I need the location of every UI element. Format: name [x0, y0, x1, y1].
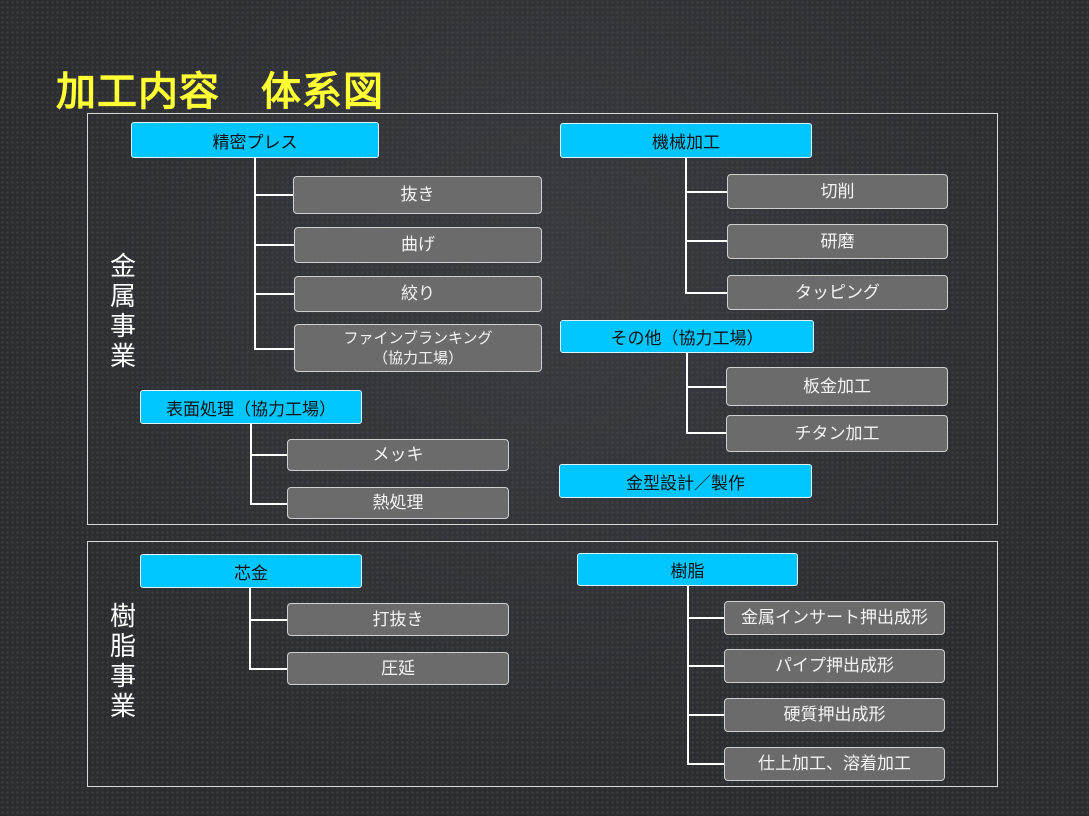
connector	[687, 763, 725, 765]
machining-trunk	[685, 158, 687, 294]
metal-business-panel	[87, 113, 998, 525]
machining-category: 機械加工	[560, 123, 812, 158]
other-trunk	[686, 353, 688, 434]
surface-treatment-category: 表面処理（協力工場）	[140, 390, 362, 424]
connector	[686, 432, 727, 434]
process-item-heat-treatment: 熱処理	[287, 487, 509, 519]
process-item-titanium: チタン加工	[726, 415, 948, 452]
process-item-cutting: 切削	[727, 174, 948, 209]
fine-blanking-line2: （協力工場）	[372, 349, 463, 367]
resin-category: 樹脂	[577, 553, 798, 586]
precision-press-category: 精密プレス	[131, 122, 379, 158]
connector	[254, 194, 294, 196]
connector	[686, 386, 727, 388]
process-item-plating: メッキ	[287, 439, 509, 471]
connector	[249, 668, 288, 670]
resin-business-label: 樹脂事業	[109, 602, 136, 722]
connector	[254, 244, 295, 246]
connector	[685, 191, 728, 193]
process-item-nuki: 抜き	[293, 176, 542, 214]
precision-press-trunk	[254, 158, 256, 350]
process-item-insert-extrusion: 金属インサート押出成形	[724, 601, 945, 635]
process-item-rigid-extrusion: 硬質押出成形	[724, 698, 945, 732]
core-metal-category: 芯金	[140, 554, 362, 588]
fine-blanking-line1: ファインブランキング	[343, 329, 493, 347]
process-item-pipe-extrusion: パイプ押出成形	[724, 649, 945, 683]
resin-business-panel	[87, 541, 998, 787]
process-item-grinding: 研磨	[727, 224, 948, 259]
connector	[249, 619, 288, 621]
metal-business-label: 金属事業	[109, 252, 136, 372]
process-item-punching: 打抜き	[287, 603, 509, 636]
connector	[254, 348, 295, 350]
connector	[254, 293, 295, 295]
connector	[250, 503, 288, 505]
connector	[685, 292, 728, 294]
process-item-rolling: 圧延	[287, 652, 509, 685]
process-item-mage: 曲げ	[294, 227, 542, 263]
connector	[687, 665, 725, 667]
surface-trunk	[250, 424, 252, 505]
connector	[685, 240, 728, 242]
other-category: その他（協力工場）	[560, 320, 814, 353]
connector	[687, 617, 725, 619]
resin-trunk	[687, 586, 689, 765]
connector	[687, 714, 725, 716]
connector	[250, 454, 288, 456]
page-title: 加工内容 体系図	[56, 69, 384, 115]
mold-design-category: 金型設計／製作	[559, 464, 812, 498]
process-item-fine-blanking: ファインブランキング （協力工場）	[294, 324, 542, 372]
process-item-sheet-metal: 板金加工	[726, 367, 948, 406]
process-item-shibori: 絞り	[294, 276, 542, 312]
process-item-tapping: タッピング	[727, 275, 948, 310]
process-item-finishing-welding: 仕上加工、溶着加工	[724, 747, 945, 781]
core-trunk	[249, 588, 251, 670]
